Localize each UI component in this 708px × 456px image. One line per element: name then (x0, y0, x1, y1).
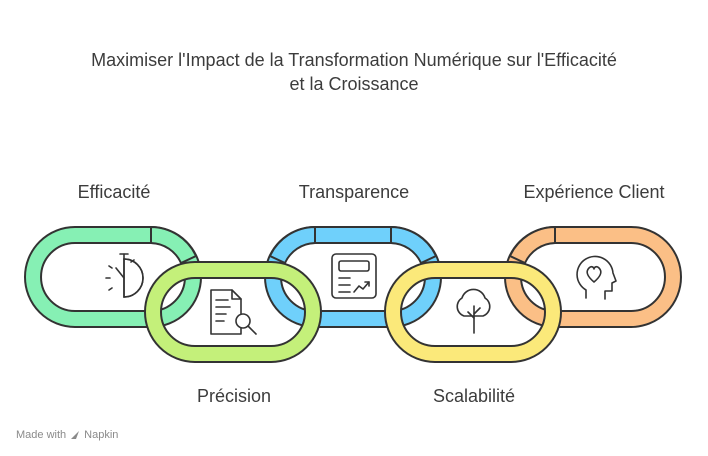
label-efficacite: Efficacité (77, 182, 151, 202)
stopwatch-icon (105, 253, 144, 298)
label-scalabilite: Scalabilité (432, 386, 516, 406)
report-chart-icon (331, 253, 377, 299)
footer-brand: Napkin (84, 429, 119, 441)
footer-made-with: Made with (16, 429, 67, 441)
label-experience-client: Expérience Client (523, 182, 665, 202)
title-line-1: Maximiser l'Impact de la Transformation … (91, 50, 617, 70)
title-line-2: et la Croissance (289, 74, 419, 94)
label-precision: Précision (196, 386, 272, 406)
link-precision (144, 261, 322, 363)
document-search-icon (210, 289, 257, 335)
label-transparence: Transparence (298, 182, 410, 202)
napkin-logo-icon (71, 431, 80, 439)
link-scalabilite (384, 261, 562, 363)
link-experience-front (508, 225, 556, 265)
footer-branding: Made with Napkin (16, 429, 118, 441)
head-heart-icon (576, 255, 617, 300)
link-efficacite-front (150, 225, 198, 265)
diagram-title: Maximiser l'Impact de la Transformation … (0, 48, 708, 96)
link-transparence-front (268, 225, 316, 265)
tree-icon (456, 288, 491, 334)
link-transparence-front-right (390, 225, 438, 265)
